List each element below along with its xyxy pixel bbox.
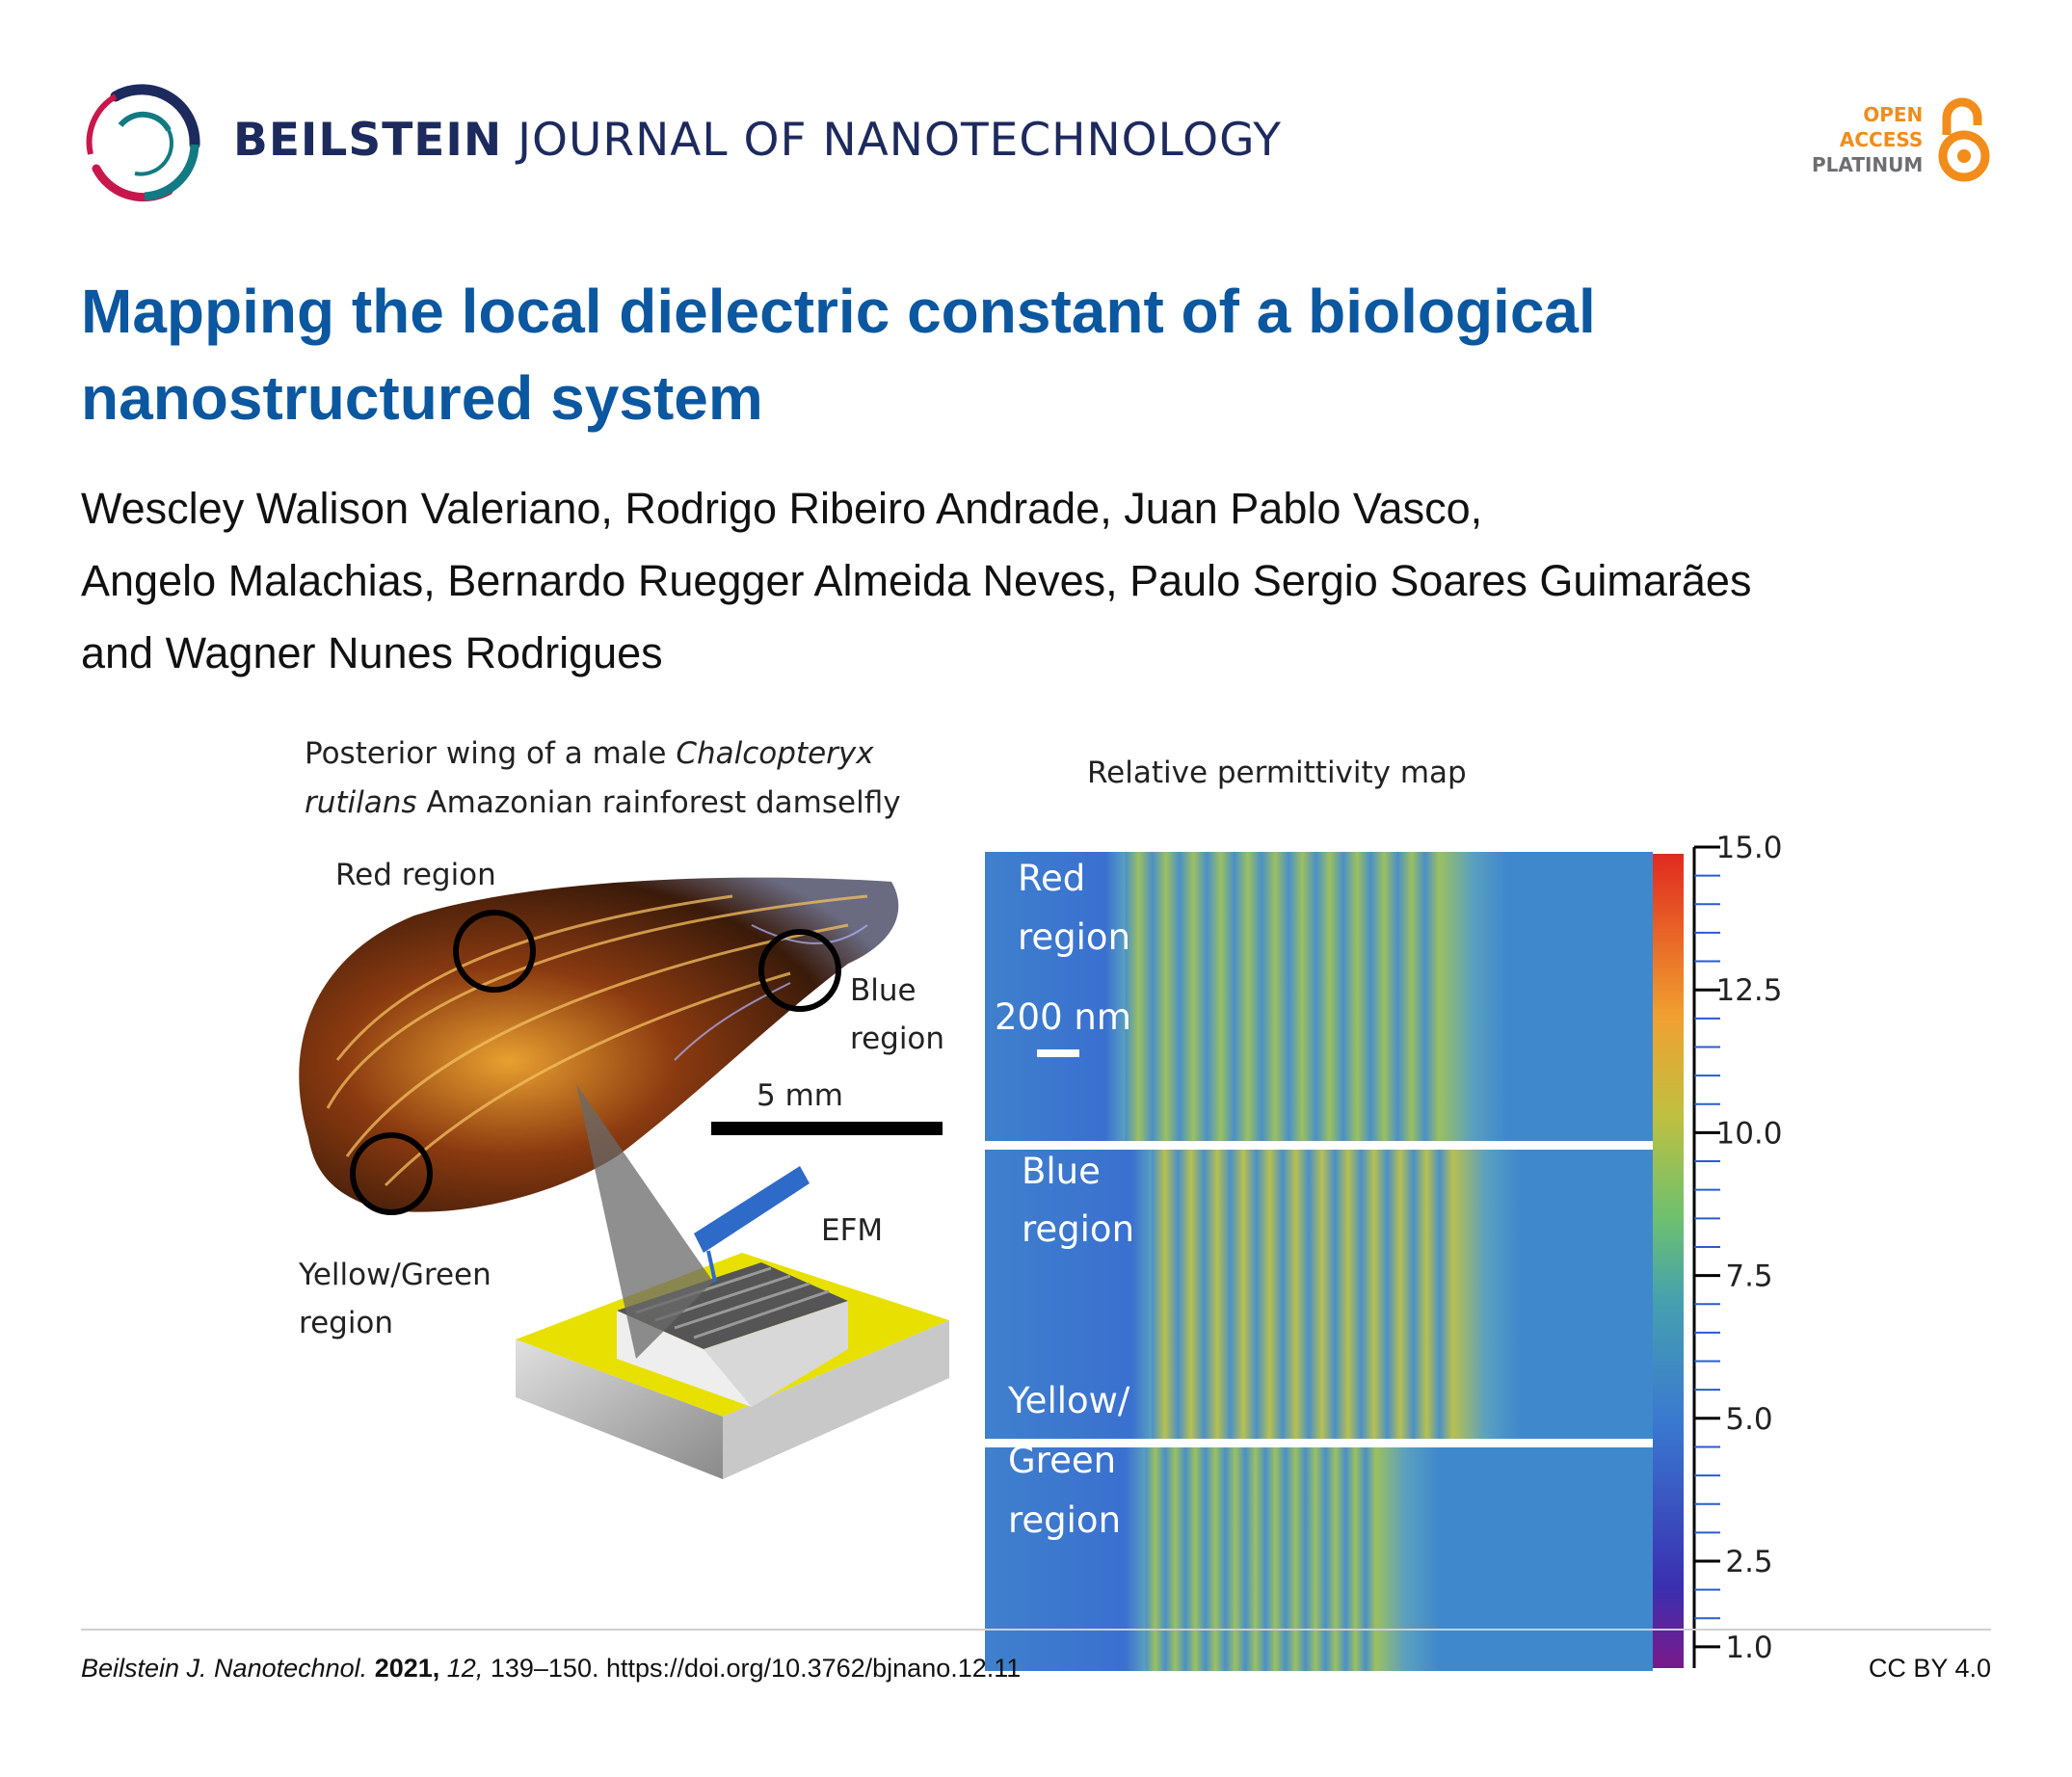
- panel-label-yellow: Green: [1008, 1440, 1116, 1481]
- wing-caption-line2: rutilans Amazonian rainforest damselfly: [305, 785, 901, 820]
- open-access-badge: OPEN ACCESS PLATINUM: [1812, 102, 1923, 177]
- permittivity-map-panels: [985, 852, 1653, 1671]
- blue-region-label: Blue: [850, 973, 916, 1008]
- author-list: Wescley Walison Valeriano, Rodrigo Ribei…: [81, 472, 2008, 689]
- heatmap-blue-region: [985, 1150, 1653, 1439]
- oa-access: ACCESS: [1839, 128, 1924, 151]
- citation-year: 2021,: [374, 1654, 440, 1683]
- footer-divider: [81, 1629, 1991, 1631]
- panel-label-yellow: Yellow/: [1007, 1380, 1130, 1421]
- red-region-marker: [453, 910, 536, 993]
- panel-label-blue: Blue: [1022, 1151, 1101, 1192]
- panel-label-red: Red: [1018, 858, 1085, 899]
- title-line: Mapping the local dielectric constant of…: [81, 277, 1596, 346]
- beilstein-logo: [86, 84, 200, 202]
- colorbar-tick-label: 1.0: [1725, 1631, 1772, 1665]
- red-region-label: Red region: [335, 858, 496, 892]
- yellow-region-label: region: [299, 1306, 393, 1340]
- open-access-lock-icon: [1938, 97, 1990, 182]
- map-scale-bar: [1037, 1049, 1079, 1057]
- blue-region-label: region: [850, 1021, 944, 1056]
- colorbar-tick-label: 12.5: [1715, 973, 1782, 1008]
- panel-label-yellow: region: [1008, 1499, 1121, 1541]
- colorbar-tick-label: 7.5: [1725, 1260, 1772, 1294]
- oa-open: OPEN: [1863, 103, 1924, 126]
- map-title: Relative permittivity map: [1087, 756, 1467, 790]
- authors-line: Angelo Malachias, Bernardo Ruegger Almei…: [81, 556, 1752, 605]
- license[interactable]: CC BY 4.0: [1868, 1654, 1991, 1683]
- colorbar-tick-label: 2.5: [1725, 1545, 1772, 1579]
- colorbar-tick-label: 10.0: [1715, 1116, 1782, 1151]
- yellow-region-marker: [350, 1132, 433, 1215]
- efm-label: EFM: [821, 1213, 883, 1248]
- authors-line: and Wagner Nunes Rodrigues: [81, 628, 663, 677]
- map-scale-label: 200 nm: [995, 996, 1131, 1038]
- citation-volume: 12,: [446, 1654, 484, 1683]
- article-title: Mapping the local dielectric constant of…: [81, 268, 1912, 441]
- colorbar-tick-label: 15.0: [1715, 831, 1782, 865]
- efm-setup-illustration: [516, 1084, 949, 1479]
- citation-doi-link[interactable]: 139–150. https://doi.org/10.3762/bjnano.…: [490, 1654, 1022, 1683]
- authors-line: Wescley Walison Valeriano, Rodrigo Ribei…: [81, 484, 1483, 533]
- colorbar-tick-label: 5.0: [1725, 1402, 1772, 1437]
- oa-platinum: PLATINUM: [1812, 153, 1924, 176]
- journal-name-bold: BEILSTEIN: [233, 114, 503, 167]
- wing-scale-label: 5 mm: [757, 1078, 843, 1113]
- journal-name-rest: JOURNAL OF NANOTECHNOLOGY: [518, 114, 1282, 167]
- panel-label-red: region: [1018, 916, 1130, 958]
- colorbar-ticks: 15.0 12.5 10.0 7.5 5.0 2.5 1.0: [1694, 831, 1783, 1665]
- citation: Beilstein J. Nanotechnol. 2021, 12, 139–…: [81, 1654, 1021, 1684]
- title-line: nanostructured system: [81, 363, 763, 433]
- heatmap-red-region: [985, 852, 1653, 1141]
- heatmap-yellow-green-region: [985, 1447, 1653, 1671]
- panel-label-blue: region: [1022, 1208, 1134, 1250]
- colorbar: [1653, 854, 1684, 1668]
- yellow-region-label: Yellow/Green: [298, 1258, 491, 1292]
- blue-region-marker: [758, 929, 841, 1012]
- wing-scale-bar: [711, 1122, 943, 1135]
- journal-name: BEILSTEIN JOURNAL OF NANOTECHNOLOGY: [233, 114, 1282, 167]
- citation-journal: Beilstein J. Nanotechnol.: [81, 1654, 368, 1683]
- wing-caption-line1: Posterior wing of a male Chalcopteryx: [305, 736, 874, 771]
